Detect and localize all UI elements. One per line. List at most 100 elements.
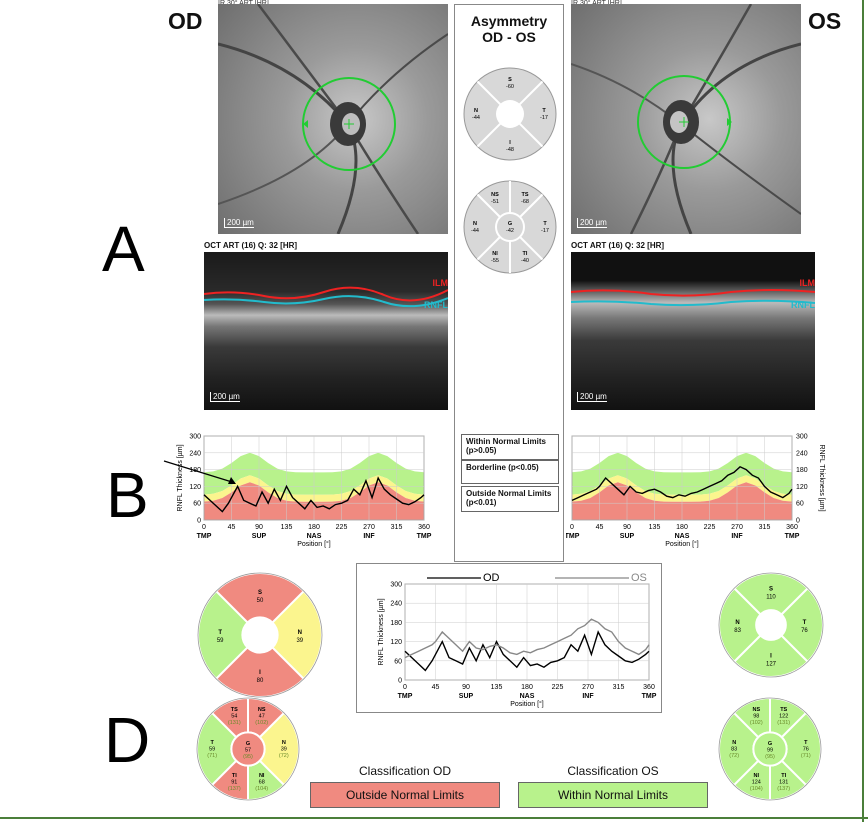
x-tick-label: 180 xyxy=(308,524,320,531)
x-tick-label: 225 xyxy=(552,684,564,691)
x-tick-label: 135 xyxy=(491,684,503,691)
od-oct-svg xyxy=(204,286,448,308)
quadrant-value: 50 xyxy=(257,598,264,604)
sector-value: 91 xyxy=(231,780,237,786)
x-tick-label: 270 xyxy=(363,524,375,531)
sector-normal: (71) xyxy=(207,753,217,759)
y-tick-label: 300 xyxy=(189,434,201,441)
legend-os-label: OS xyxy=(631,572,647,584)
od-ilm-label: ILM xyxy=(432,278,449,288)
sector-value: 99 xyxy=(767,748,773,754)
sector-value: 131 xyxy=(779,780,788,786)
sector-value: 59 xyxy=(209,747,215,753)
quadrant-label: S xyxy=(769,587,773,593)
region-label: TMP xyxy=(197,533,212,540)
sector-label: T xyxy=(804,740,808,746)
sector-g xyxy=(230,731,266,767)
sector-normal: (137) xyxy=(228,786,241,792)
y-tick-label: 240 xyxy=(390,601,402,608)
classification-os-value: Within Normal Limits xyxy=(518,782,708,808)
os-oct-caption: OCT ART (16) Q: 32 [HR] xyxy=(571,241,665,250)
sector-label: NS xyxy=(258,707,266,713)
x-tick-label: 225 xyxy=(704,524,716,531)
legend-od-label: OD xyxy=(483,572,500,584)
region-label: INF xyxy=(731,533,743,540)
quadrant-label: S xyxy=(258,590,262,596)
sector-label: NS xyxy=(752,707,760,713)
y-tick-label: 0 xyxy=(796,518,800,525)
svg-text:S: S xyxy=(508,77,512,83)
x-tick-label: 315 xyxy=(613,684,625,691)
y-tick-label: 120 xyxy=(796,484,808,491)
x-tick-label: 45 xyxy=(596,524,604,531)
y-tick-label: 120 xyxy=(189,484,201,491)
svg-text:N: N xyxy=(473,221,477,227)
y-tick-label: 240 xyxy=(796,450,808,457)
x-tick-label: 45 xyxy=(432,684,440,691)
y-tick-label: 300 xyxy=(796,434,808,441)
sector-label: N xyxy=(282,740,286,746)
sector-value: 83 xyxy=(731,747,737,753)
y-axis-label: RNFL Thickness [µm] xyxy=(177,444,184,511)
od-rnfl-label: RNFL xyxy=(424,300,448,310)
quadrant-value: 59 xyxy=(217,638,224,644)
sector-value: 76 xyxy=(803,747,809,753)
svg-text:T: T xyxy=(542,108,546,114)
os-oct-svg xyxy=(571,289,815,307)
region-label: SUP xyxy=(459,693,474,700)
quadrant-value: 110 xyxy=(766,595,776,601)
quadrant-label: I xyxy=(259,670,261,676)
classification-od-title: Classification OD xyxy=(358,764,452,778)
region-label: SUP xyxy=(620,533,635,540)
os-fundus-caption: IR 30° ART [HR] xyxy=(571,0,622,7)
series-line-od xyxy=(203,476,425,513)
x-tick-label: 270 xyxy=(731,524,743,531)
y-tick-label: 60 xyxy=(193,501,201,508)
y-tick-label: 60 xyxy=(796,501,804,508)
region-label: INF xyxy=(363,533,375,540)
sector-normal: (71) xyxy=(801,753,811,759)
x-tick-label: 90 xyxy=(255,524,263,531)
region-label: NAS xyxy=(520,693,535,700)
os-sector-disc: NS98(102)TS122(131)T76(71)TI131(137)NI12… xyxy=(718,697,822,801)
y-tick-label: 180 xyxy=(390,620,402,627)
series-line-os xyxy=(571,465,793,502)
y-tick-label: 60 xyxy=(394,658,402,665)
sector-g xyxy=(752,731,788,767)
x-tick-label: 135 xyxy=(649,524,661,531)
od-fundus-scale: 200 µm xyxy=(224,218,254,228)
region-label: INF xyxy=(582,693,594,700)
sector-label: N xyxy=(732,740,736,746)
sector-value: 57 xyxy=(245,748,251,754)
od-oct-caption: OCT ART (16) Q: 32 [HR] xyxy=(204,241,298,250)
asym-s-ns: -51 xyxy=(491,199,499,205)
legend-borderline: Borderline (p<0.05) xyxy=(461,460,559,484)
sector-normal: (131) xyxy=(777,720,790,726)
os-fundus-svg xyxy=(571,4,801,234)
sector-normal: (104) xyxy=(750,786,763,792)
b-annotation-arrow xyxy=(163,460,236,484)
od-label: OD xyxy=(168,8,203,34)
legend-wnl: Within Normal Limits (p>0.05) xyxy=(461,434,559,460)
sector-normal: (104) xyxy=(255,786,268,792)
sector-normal: (131) xyxy=(228,720,241,726)
os-ilm-label: ILM xyxy=(799,278,816,288)
y-tick-label: 180 xyxy=(796,467,808,474)
region-label: NAS xyxy=(307,533,322,540)
x-axis-label: Position [°] xyxy=(297,540,331,548)
x-tick-label: 0 xyxy=(403,684,407,691)
asymmetry-quadrant-svg: S -60 N -44 T -17 I -48 xyxy=(463,67,557,161)
od-oct-bscan: ILM RNFL 200 µm xyxy=(204,252,448,410)
x-tick-label: 360 xyxy=(786,524,798,531)
os-oct-bscan: ILM RNFL 200 µm xyxy=(571,252,815,410)
classification-od-value: Outside Normal Limits xyxy=(310,782,500,808)
sector-value: 39 xyxy=(281,747,287,753)
quadrant-value: 127 xyxy=(766,661,777,667)
sector-value: 124 xyxy=(752,780,761,786)
svg-text:NI: NI xyxy=(492,251,498,257)
